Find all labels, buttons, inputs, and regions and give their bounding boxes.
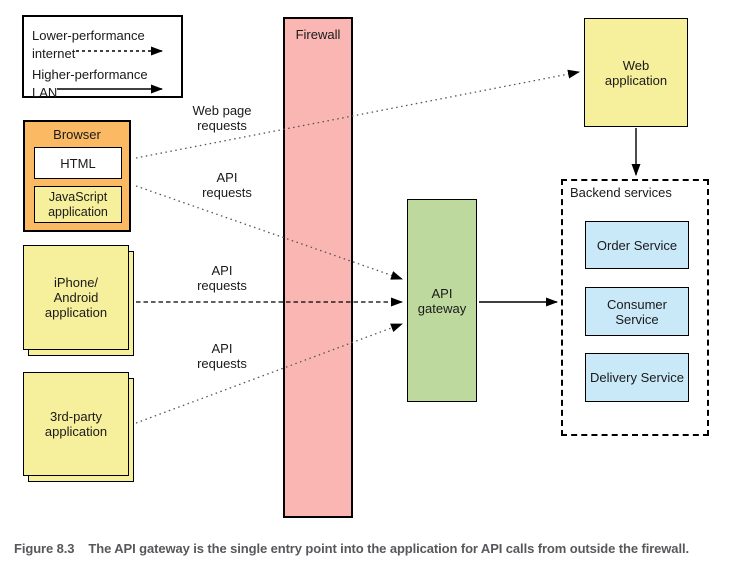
firewall-node: Firewall xyxy=(283,17,353,518)
consumer-service-node: Consumer Service xyxy=(585,287,689,336)
delivery-service-node: Delivery Service xyxy=(585,353,689,402)
edge-api-requests-browser xyxy=(135,185,403,280)
javascript-application-node: JavaScript application xyxy=(34,186,122,223)
figure-caption-text: The API gateway is the single entry poin… xyxy=(88,541,689,556)
browser-node: Browser HTML JavaScript application xyxy=(23,120,131,232)
third-party-application-node: 3rd-party application xyxy=(23,372,129,476)
legend-internet-label-line2: internet xyxy=(32,46,76,61)
edge-api-requests-third-party xyxy=(135,323,403,424)
web-page-requests-label: Web page requests xyxy=(192,103,252,133)
legend-lan-label-line1: Higher-performance xyxy=(32,67,148,82)
figure-caption-number: Figure 8.3 xyxy=(14,541,75,556)
api-requests-label-third-party: API requests xyxy=(197,341,247,371)
api-gateway-label-line1: API xyxy=(431,285,453,301)
web-application-node: Web application xyxy=(584,18,688,127)
web-application-label-line2: application xyxy=(604,72,668,88)
mobile-application-label-line3: application xyxy=(44,305,108,320)
html-label: HTML xyxy=(60,155,96,171)
mobile-application-node: iPhone/ Android application xyxy=(23,245,129,350)
figure-caption: Figure 8.3 The API gateway is the single … xyxy=(14,540,720,558)
backend-services-title: Backend services xyxy=(570,185,672,200)
backend-services-group: Backend services Order Service Consumer … xyxy=(561,179,709,436)
legend-lan-label-line2: LAN xyxy=(32,85,58,100)
firewall-label: Firewall xyxy=(295,27,341,42)
api-gateway-node: API gateway xyxy=(407,199,477,402)
third-party-application-label-line1: 3rd-party xyxy=(49,409,103,424)
delivery-service-label: Delivery Service xyxy=(590,370,684,385)
web-application-label-line1: Web xyxy=(622,57,650,73)
legend-box: Lower-performance internet Higher-perfor… xyxy=(22,15,183,100)
api-requests-label-mobile: API requests xyxy=(197,263,247,293)
browser-title: Browser xyxy=(53,127,101,142)
javascript-application-label-line2: application xyxy=(48,204,108,219)
legend-internet-label-line1: Lower-performance xyxy=(32,28,145,43)
order-service-node: Order Service xyxy=(585,221,689,269)
mobile-application-label-line2: Android xyxy=(53,290,99,305)
api-gateway-label-line2: gateway xyxy=(417,300,467,316)
consumer-service-label: Consumer Service xyxy=(607,296,667,327)
mobile-application-label-line1: iPhone/ xyxy=(53,275,99,290)
html-node: HTML xyxy=(34,147,122,179)
third-party-application-label-line2: application xyxy=(44,424,108,439)
api-requests-label-browser: API requests xyxy=(202,170,252,200)
javascript-application-label-line1: JavaScript xyxy=(48,190,108,204)
order-service-label: Order Service xyxy=(596,237,678,253)
